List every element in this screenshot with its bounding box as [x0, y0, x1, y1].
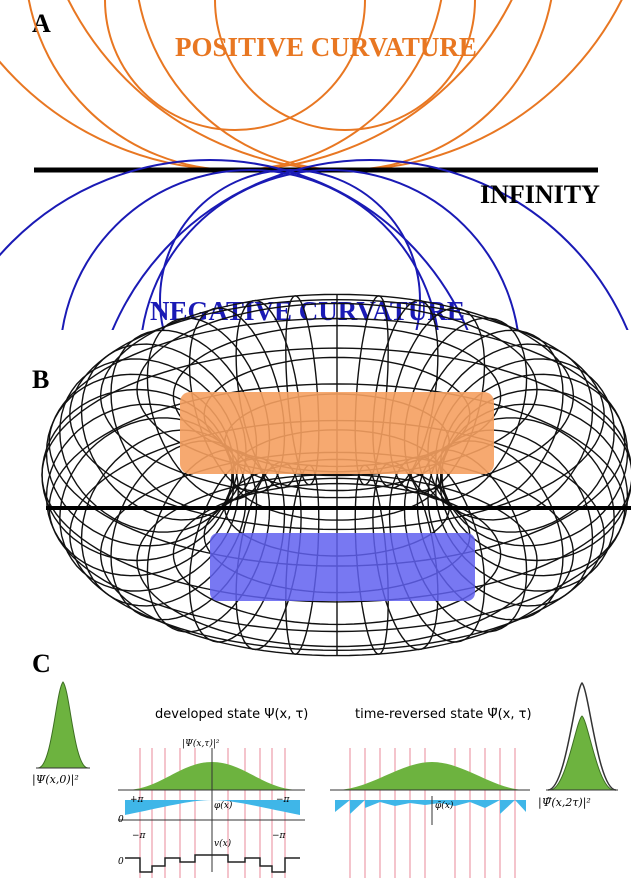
reversed-phase	[335, 800, 526, 814]
positive-arc-1	[214, 0, 476, 131]
final-gaussian	[549, 715, 615, 791]
torus-parallel	[99, 293, 575, 499]
panel-b: B	[32, 293, 631, 657]
initial-density-label: |Ψ(x,0)|²	[32, 773, 79, 787]
torus-parallel	[136, 473, 538, 648]
potential-steps	[125, 854, 300, 873]
phi-label: φ(x)	[214, 800, 233, 811]
plus-pi-left: +π	[130, 795, 145, 805]
positive-arc-5	[27, 0, 443, 171]
developed-state-plot: |Ψ(x,τ)|² φ(x) v(x) +π −π −π −π 0 0	[118, 738, 305, 878]
developed-state-caption: developed state Ψ(x, τ)	[155, 707, 308, 722]
positive-arc-2	[137, 0, 553, 171]
developed-grid-lines	[139, 748, 286, 878]
negative-arc-5	[0, 159, 469, 330]
minus-pi-right: −π	[276, 795, 291, 805]
zero-label-b: 0	[118, 857, 124, 867]
minus-pi-right-2: −π	[272, 831, 287, 841]
negative-region	[210, 533, 475, 601]
infinity-label: INFINITY	[480, 180, 600, 209]
phi-tilde-label: φ̃(x)	[435, 800, 454, 811]
reversed-density	[335, 762, 526, 790]
positive-region	[180, 392, 494, 474]
time-reversed-plot: φ̃(x)	[330, 748, 530, 878]
zero-label-a: 0	[118, 815, 124, 825]
panel-c-label: C	[32, 649, 51, 678]
panel-c: C |Ψ(x,0)|² developed state Ψ(x, τ) time…	[32, 649, 618, 878]
v-label: v(x)	[214, 838, 232, 849]
initial-gaussian	[37, 681, 89, 769]
negative-arc-2	[141, 169, 519, 330]
final-density-label: |Ψ̃(x,2τ)|²	[538, 796, 591, 810]
torus-parallel	[172, 482, 502, 626]
negative-arc-3	[61, 169, 439, 330]
positive-curvature-arcs	[0, 0, 623, 171]
torus-wireframe	[41, 293, 631, 657]
final-envelope	[547, 681, 617, 791]
time-reversed-caption: time-reversed state Ψ̃(x, τ)	[355, 707, 532, 722]
positive-curvature-label: POSITIVE CURVATURE	[175, 32, 477, 62]
negative-arc-4	[111, 159, 629, 330]
torus-parallel	[48, 317, 626, 567]
developed-phase	[125, 800, 300, 815]
minus-pi-left: −π	[132, 831, 147, 841]
positive-arc-4	[104, 0, 366, 131]
psi-tau-density-label: |Ψ(x,τ)|²	[182, 738, 220, 749]
panel-b-label: B	[32, 365, 49, 394]
